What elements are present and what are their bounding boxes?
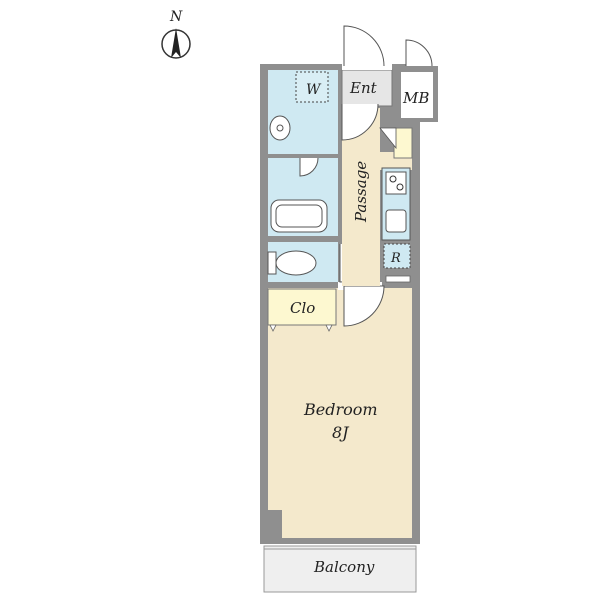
bathtub-icon — [270, 199, 328, 233]
bath-door-swing — [299, 157, 319, 177]
burner-icon — [389, 175, 397, 183]
bedroom-size-label: 8J — [332, 423, 350, 442]
entrance-door-swing — [343, 25, 385, 67]
compass-needle-icon — [171, 28, 181, 58]
compass-label: N — [169, 9, 183, 25]
passage-label: Passage — [352, 161, 370, 223]
north-compass: N — [161, 9, 191, 59]
sink-drain-icon — [276, 124, 284, 132]
counter-edge — [385, 275, 411, 283]
entrance-label: Ent — [349, 79, 378, 97]
burner-icon — [396, 183, 404, 191]
meter-box-door-swing — [405, 39, 433, 67]
bathtub-inner — [275, 204, 323, 228]
entrance-inner-door-swing — [341, 103, 379, 141]
washer-space — [295, 71, 329, 103]
refrigerator-space — [383, 243, 411, 269]
washer-label: W — [306, 82, 322, 98]
bedroom-floor — [268, 288, 412, 538]
balcony-label: Balcony — [313, 558, 375, 576]
closet-label: Clo — [290, 299, 315, 317]
toilet-bowl-icon — [275, 250, 317, 276]
refrigerator-label: R — [390, 251, 401, 266]
meter-box-label: MB — [402, 89, 429, 107]
sink-icon — [269, 115, 291, 141]
balcony-area — [263, 545, 417, 593]
closet-area — [267, 288, 337, 326]
closet-hinge-icon — [325, 324, 333, 332]
closet-hinge-icon — [269, 324, 277, 332]
shoe-cabinet — [393, 127, 413, 159]
kitchen-sink-icon — [385, 209, 407, 233]
stove-icon — [385, 171, 407, 195]
meter-box — [401, 72, 433, 118]
toilet-tank-icon — [267, 251, 277, 275]
bedroom-label: Bedroom — [303, 400, 378, 419]
bedroom-door-swing — [343, 285, 385, 327]
wall-column — [268, 510, 282, 538]
shoe-cabinet-door — [379, 127, 397, 150]
